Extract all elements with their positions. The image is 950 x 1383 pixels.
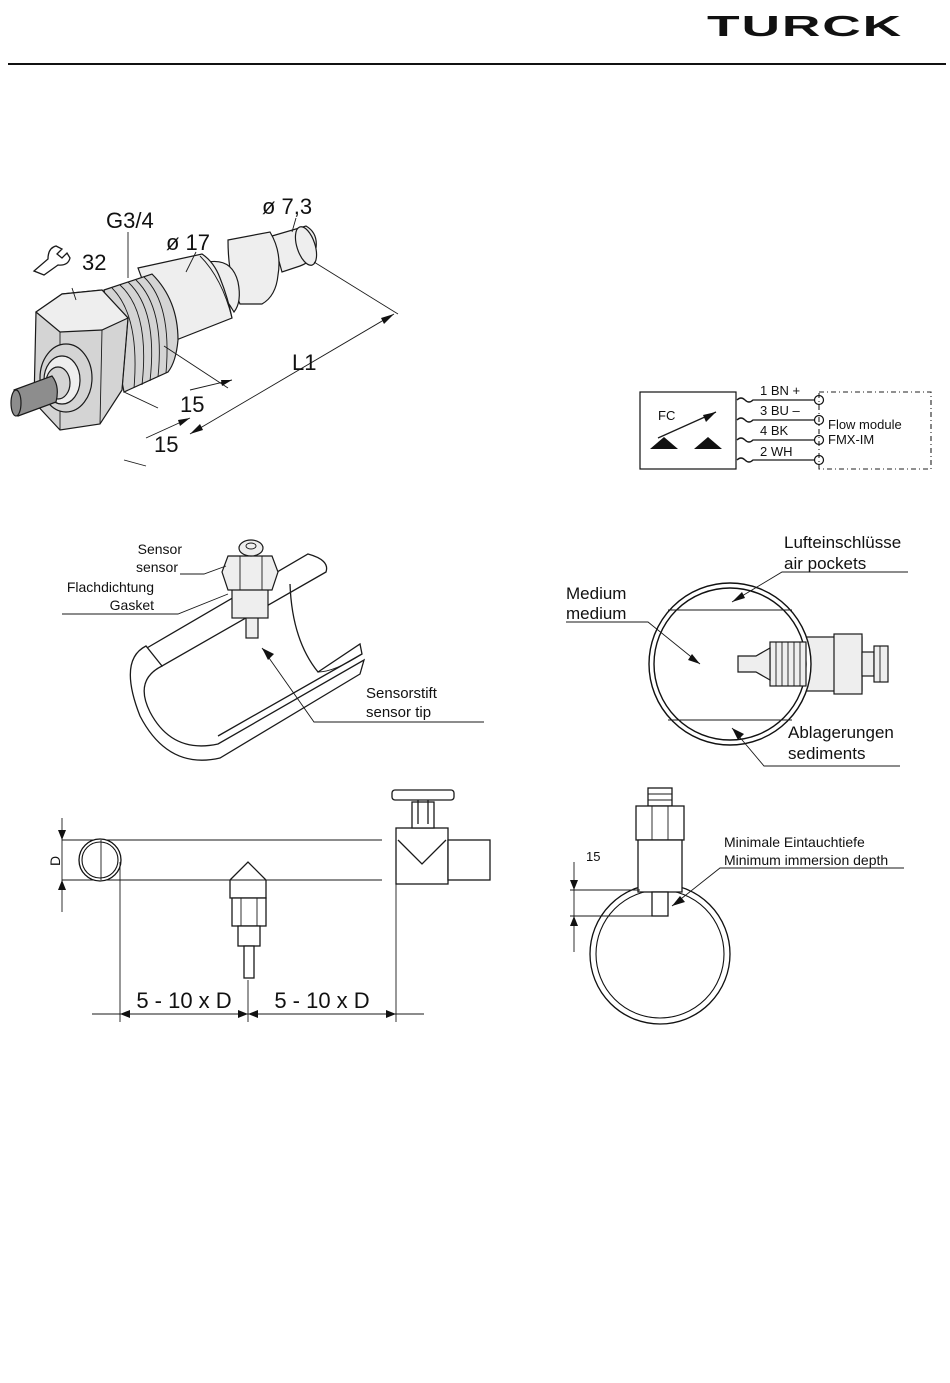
sediment-label-de: Ablagerungen: [788, 723, 894, 742]
immersion-depth: 15 Minimale Eintauchtiefe Minimum immers…: [570, 788, 904, 1024]
diameter-label: D: [47, 856, 63, 866]
gasket-label-de: Flachdichtung: [67, 579, 154, 595]
length-label: L1: [292, 350, 316, 375]
dimension-15-lower: 15: [154, 432, 178, 457]
sensor-label-de: Sensor: [138, 541, 183, 557]
immersion-label-en: Minimum immersion depth: [724, 852, 888, 868]
flow-module-type: FMX-IM: [828, 432, 874, 447]
header: TURCK: [8, 11, 946, 64]
air-label-de: Lufteinschlüsse: [784, 533, 901, 552]
air-label-en: air pockets: [784, 554, 866, 573]
sediment-label-en: sediments: [788, 744, 865, 763]
cable-end: [11, 390, 21, 416]
sensor-tip-label-en: sensor tip: [366, 704, 431, 721]
turck-logo: TURCK: [707, 11, 903, 43]
function-label: FC: [658, 408, 675, 423]
wiring-diagram: FC 1 BN + 3 BU – 4 BK 2 WH Flow module F…: [640, 383, 931, 469]
sensor-cable: [244, 946, 254, 978]
pipe-installation: Sensor sensor Flachdichtung Gasket Senso…: [62, 540, 484, 760]
upstream-distance: 5 - 10 x D: [136, 988, 231, 1013]
wire-label-2: 3 BU –: [760, 403, 801, 418]
pipe-distance: D 5 - 10 x D 5 - 10 x D: [47, 790, 490, 1022]
thread-label: G3/4: [106, 208, 154, 233]
immersion-depth-value: 15: [586, 849, 600, 864]
valve-stem: [412, 802, 434, 828]
sensor-box: [640, 392, 736, 469]
wire-label-1: 1 BN +: [760, 383, 800, 398]
downstream-distance: 5 - 10 x D: [274, 988, 369, 1013]
sensor-label-en: sensor: [136, 559, 178, 575]
sensor-hex: [222, 556, 278, 590]
dimension-drawing: 32 G3/4 ø 17 ø 7,3 L1 15 15: [11, 194, 398, 466]
wire-label-3: 4 BK: [760, 423, 789, 438]
dimension-15-upper: 15: [180, 392, 204, 417]
wrench-size-label: 32: [82, 250, 106, 275]
medium-label-en: medium: [566, 604, 626, 623]
cs-sensor-connector: [862, 652, 874, 676]
immersion-label-de: Minimale Eintauchtiefe: [724, 834, 865, 850]
wrench-icon: [34, 246, 70, 275]
immersion-sensor-hex: [636, 806, 684, 840]
immersion-sensor-thread: [638, 840, 682, 892]
medium-label-de: Medium: [566, 584, 626, 603]
sensor-body: [232, 588, 268, 618]
pipe-end-circle: [79, 839, 121, 881]
immersion-sensor-tip: [652, 892, 668, 916]
flow-module-label: Flow module: [828, 417, 902, 432]
immersion-sensor-connector: [648, 788, 672, 806]
body-diameter-label: ø 17: [166, 230, 210, 255]
sensor-tip-label-de: Sensorstift: [366, 685, 438, 702]
sensor-connector: [239, 540, 263, 556]
valve-body: [396, 828, 448, 884]
tip-diameter-label: ø 7,3: [262, 194, 312, 219]
cross-section: Lufteinschlüsse air pockets Medium mediu…: [566, 533, 908, 766]
wire-label-4: 2 WH: [760, 444, 793, 459]
gasket-label-en: Gasket: [110, 597, 154, 613]
valve-handle: [392, 790, 454, 800]
